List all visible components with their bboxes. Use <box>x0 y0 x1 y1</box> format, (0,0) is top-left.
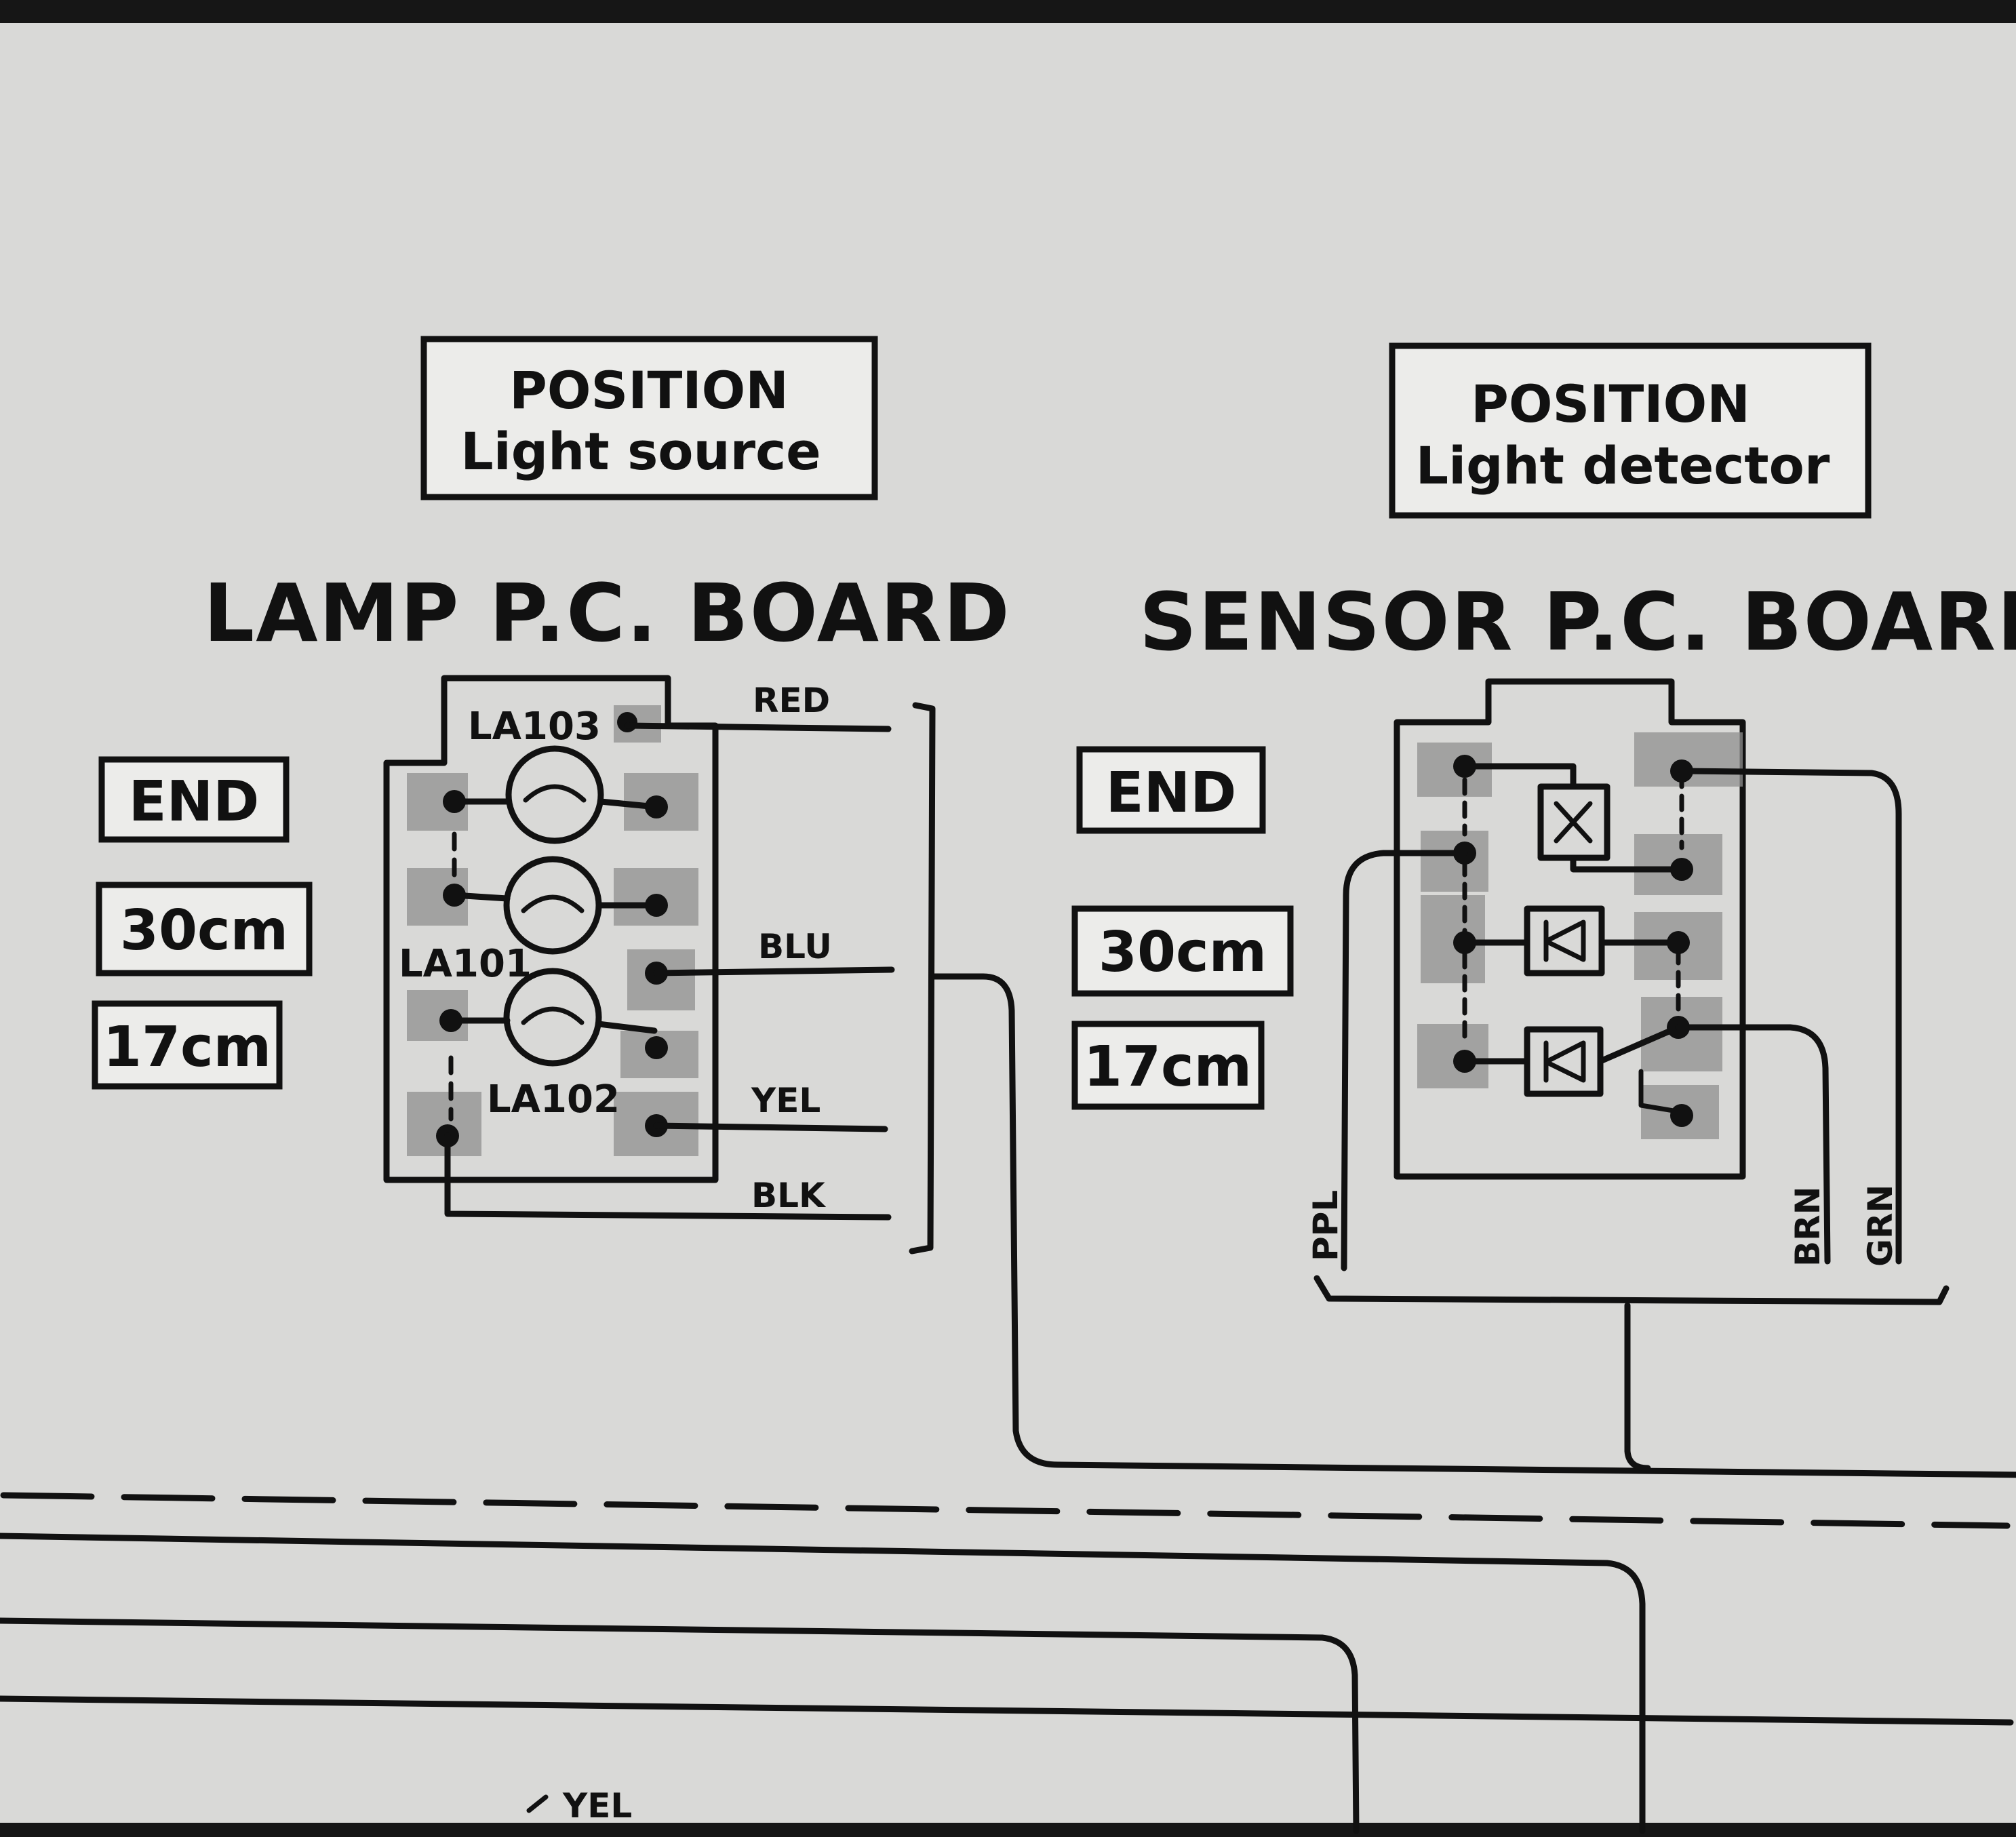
lamp-wire-red: RED <box>753 681 830 720</box>
harness-dashed-line <box>0 1492 2011 1529</box>
sensor-wire-brn: BRN <box>1788 1187 1827 1267</box>
sensor-board-traces <box>1461 763 1685 1115</box>
harness-wire-1 <box>0 1533 1646 1834</box>
lamp-la102 <box>503 968 602 1067</box>
sensor-tag-end: END <box>1076 746 1266 834</box>
harness-wire-3 <box>0 1695 2014 1726</box>
sensor-tag-17cm: 17cm <box>1071 1021 1265 1110</box>
bottom-edge <box>0 1823 2016 1837</box>
lamp-bundle-bracket <box>909 702 936 1255</box>
sensor-bundle-bracket <box>1313 1275 1950 1305</box>
svg-text:17cm: 17cm <box>103 1015 271 1080</box>
lamp-ref-la103: LA103 <box>468 705 601 749</box>
svg-text:17cm: 17cm <box>1084 1035 1252 1099</box>
sensor-output-wires <box>1341 768 1902 1271</box>
lamp-ref-la101: LA101 <box>399 942 532 986</box>
sensor-tag-30cm: 30cm <box>1071 905 1294 997</box>
top-edge <box>0 0 2016 23</box>
sensor-bundle-lead <box>1624 1302 1651 1471</box>
sensor-wire-ppl: PPL <box>1306 1190 1345 1261</box>
lamp-bundle-lead <box>931 973 2016 1478</box>
lamp-board-title: LAMP P.C. BOARD <box>203 566 1011 660</box>
lamp-wire-blu: BLU <box>758 927 832 966</box>
sensor-photodiode-17cm <box>1524 1026 1604 1097</box>
lamp-output-wires <box>444 722 895 1221</box>
svg-text:END: END <box>129 770 260 834</box>
harness-wire-yel-stub <box>526 1794 549 1813</box>
sensor-photodiode-30cm <box>1524 905 1605 976</box>
lamp-board-position-box: POSITION Light source <box>420 336 878 500</box>
harness-wire-yel-label: YEL <box>562 1786 632 1825</box>
sensor-wire-grn: GRN <box>1861 1185 1900 1267</box>
sensor-board-outline <box>1394 678 1746 1180</box>
svg-text:END: END <box>1106 761 1237 825</box>
lamp-tag-end: END <box>98 756 290 843</box>
svg-text:30cm: 30cm <box>1099 920 1267 985</box>
lamp-position-subtitle: Light source <box>460 421 821 481</box>
lamp-tag-17cm: 17cm <box>92 1000 283 1090</box>
lamp-tag-30cm: 30cm <box>96 882 313 976</box>
lamp-ref-la102: LA102 <box>487 1078 620 1122</box>
sensor-position-subtitle: Light detector <box>1416 435 1830 496</box>
svg-text:30cm: 30cm <box>120 898 288 963</box>
lamp-wire-blk: BLK <box>751 1176 827 1215</box>
lamp-la103 <box>505 745 604 844</box>
sensor-board-position-box: POSITION Light detector <box>1389 342 1872 519</box>
lamp-la101 <box>503 856 602 955</box>
sensor-board-title: SENSOR P.C. BOARD <box>1139 575 2016 669</box>
sensor-phototransistor-x <box>1537 783 1610 861</box>
lamp-board-traces <box>448 798 660 1122</box>
lamp-position-title: POSITION <box>509 360 789 420</box>
sensor-position-title: POSITION <box>1471 374 1750 434</box>
harness-wire-2 <box>0 1617 1360 1834</box>
lamp-wire-yel: YEL <box>751 1081 821 1120</box>
